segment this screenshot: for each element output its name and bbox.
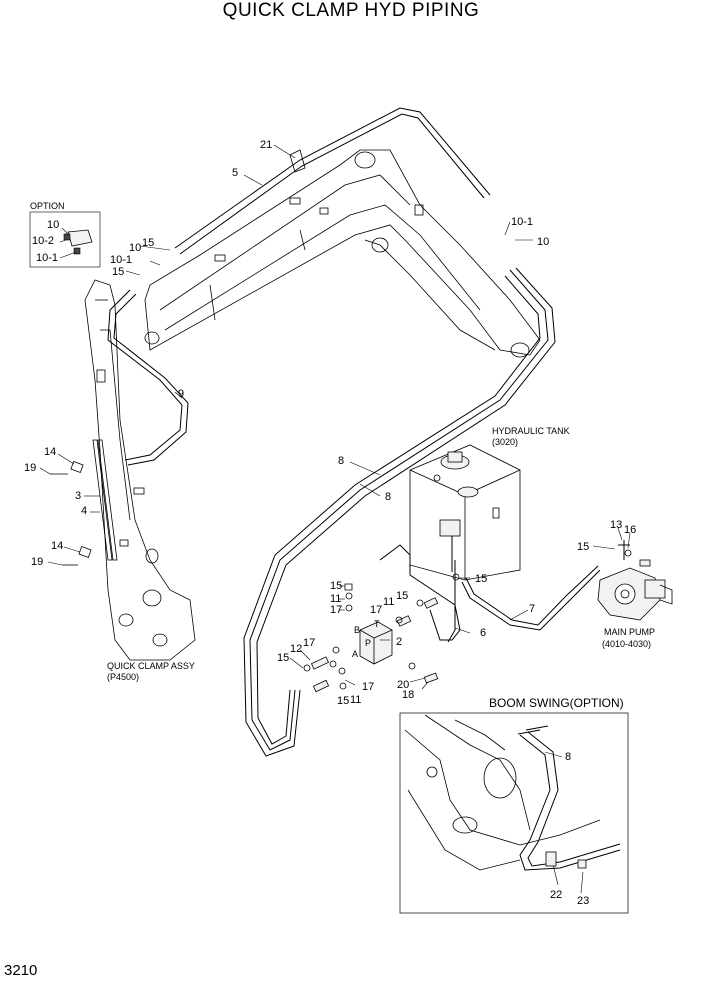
port-t-label: T: [374, 619, 380, 629]
callout-17-low: 17: [303, 637, 315, 649]
boom-swing-inset: BOOM SWING(OPTION): [399, 696, 629, 914]
callout-10-left: 10: [129, 242, 141, 254]
clamp-21: [289, 149, 306, 173]
callout-17-mid2: 17: [370, 604, 382, 616]
callout-10-1-left: 10-1: [110, 254, 132, 266]
boom-structure: [144, 149, 541, 358]
callout-19-b: 19: [31, 556, 43, 568]
callout-14-a: 14: [44, 446, 56, 458]
option-callout-10-2: 10-2: [32, 235, 54, 247]
callout-15-low2: 15: [337, 695, 349, 707]
callout-labels: 21 5 10-1 10 10 15 10-1 15 9 8 8 14 19 3…: [24, 139, 636, 907]
valve-assembly: B T P A: [303, 549, 632, 693]
quick-clamp-assy-ref: (P4500): [107, 672, 139, 682]
callout-16: 16: [624, 524, 636, 536]
callout-22: 22: [550, 889, 562, 901]
hydraulic-tank-ref: (3020): [492, 437, 518, 447]
callout-23: 23: [577, 895, 589, 907]
callout-11-mid: 11: [330, 593, 341, 605]
main-pump: [597, 540, 673, 621]
callout-6: 6: [480, 627, 486, 639]
main-pump-ref: (4010-4030): [602, 639, 651, 649]
callout-10-1-top: 10-1: [511, 216, 533, 228]
option-callout-10: 10: [47, 219, 59, 231]
callout-8-swing: 8: [565, 751, 571, 763]
callout-18: 18: [402, 689, 414, 701]
callout-11-low: 11: [350, 694, 361, 706]
option-callout-10-1: 10-1: [36, 252, 58, 264]
reference-notes: HYDRAULIC TANK (3020) MAIN PUMP (4010-40…: [107, 426, 655, 682]
hydraulic-tank-note: HYDRAULIC TANK: [492, 426, 570, 436]
callout-8-a: 8: [338, 455, 344, 467]
callout-15-mid: 15: [330, 580, 342, 592]
callout-17-mid: 17: [330, 604, 342, 616]
callout-15-pump: 15: [577, 541, 589, 553]
callout-4: 4: [81, 505, 87, 517]
callout-11-mid2: 11: [383, 596, 394, 608]
callout-5: 5: [232, 167, 238, 179]
main-pump-note: MAIN PUMP: [604, 627, 655, 637]
callout-15-left: 15: [142, 237, 154, 249]
hose-lines: [107, 107, 601, 757]
page-title: QUICK CLAMP HYD PIPING: [222, 0, 480, 21]
callout-20: 20: [397, 679, 409, 691]
callout-15-low: 15: [277, 652, 289, 664]
option-box: OPTION 10 10-2 10-1: [29, 201, 101, 268]
callout-3: 3: [75, 490, 81, 502]
quick-clamp-assy-note: QUICK CLAMP ASSY: [107, 661, 195, 671]
port-a-label: A: [352, 649, 358, 659]
callout-2: 2: [396, 636, 402, 648]
callout-12: 12: [290, 643, 302, 655]
option-heading: OPTION: [30, 201, 65, 211]
callout-10-top: 10: [537, 236, 549, 248]
callout-14-b: 14: [51, 540, 63, 552]
callout-21: 21: [260, 139, 272, 151]
callout-13: 13: [610, 519, 622, 531]
boom-swing-heading: BOOM SWING(OPTION): [489, 696, 624, 710]
quick-clamp-parts: [50, 439, 118, 566]
hydraulic-tank: [409, 444, 521, 581]
callout-7: 7: [529, 603, 535, 615]
callout-8-b: 8: [385, 491, 391, 503]
port-p-label: P: [365, 638, 371, 648]
leader-lines: [39, 144, 631, 894]
page-number: 3210: [4, 962, 38, 979]
callout-15-left2: 15: [112, 266, 124, 278]
callout-9: 9: [178, 388, 184, 400]
port-b-label: B: [354, 625, 360, 635]
callout-19-a: 19: [24, 462, 36, 474]
callout-15-mid2: 15: [396, 590, 408, 602]
callout-17-low2: 17: [362, 681, 374, 693]
arm-structure: [84, 279, 196, 661]
callout-15-tank: 15: [475, 573, 487, 585]
